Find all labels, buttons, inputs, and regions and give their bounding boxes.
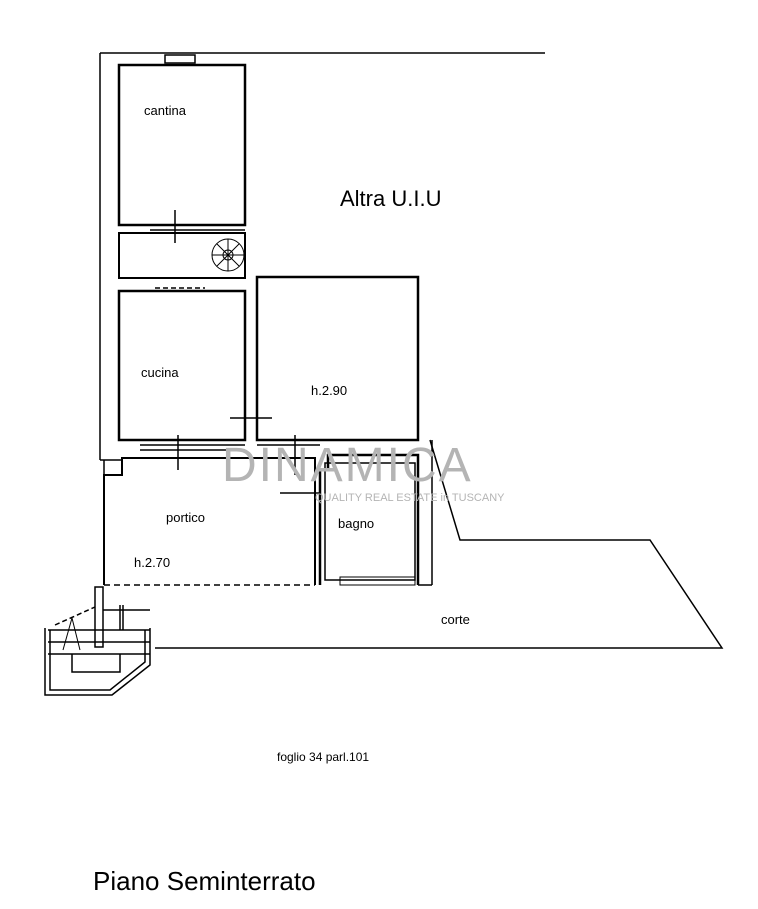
- room-cucina: [117, 289, 247, 442]
- corte-boundary: [155, 439, 724, 649]
- label-bagno: bagno: [338, 516, 375, 531]
- room-cantina: [117, 63, 247, 227]
- label-portico: portico: [166, 510, 206, 525]
- spiral-stair-icon: [211, 238, 245, 272]
- room-upper: [255, 275, 420, 442]
- cadastral-reference: foglio 34 parl.101: [277, 750, 370, 764]
- label-neighbor: Altra U.I.U: [340, 186, 442, 211]
- label-corte: corte: [441, 612, 470, 627]
- floor-title: Piano Seminterrato: [93, 866, 316, 896]
- stair-area: [118, 232, 246, 279]
- label-cantina: cantina: [144, 103, 186, 118]
- watermark-brand: DINAMICA: [222, 439, 473, 492]
- external-stair: [44, 586, 151, 696]
- label-height-portico: h.2.70: [134, 555, 171, 570]
- label-cucina: cucina: [141, 365, 179, 380]
- window-cantina: [164, 54, 196, 64]
- room-bagno: [318, 453, 420, 586]
- outer-walls: [99, 52, 545, 585]
- watermark-tagline: QUALITY REAL ESTATE in TUSCANY: [315, 492, 505, 504]
- label-height-upper: h.2.90: [311, 383, 348, 398]
- room-portico: [103, 457, 316, 586]
